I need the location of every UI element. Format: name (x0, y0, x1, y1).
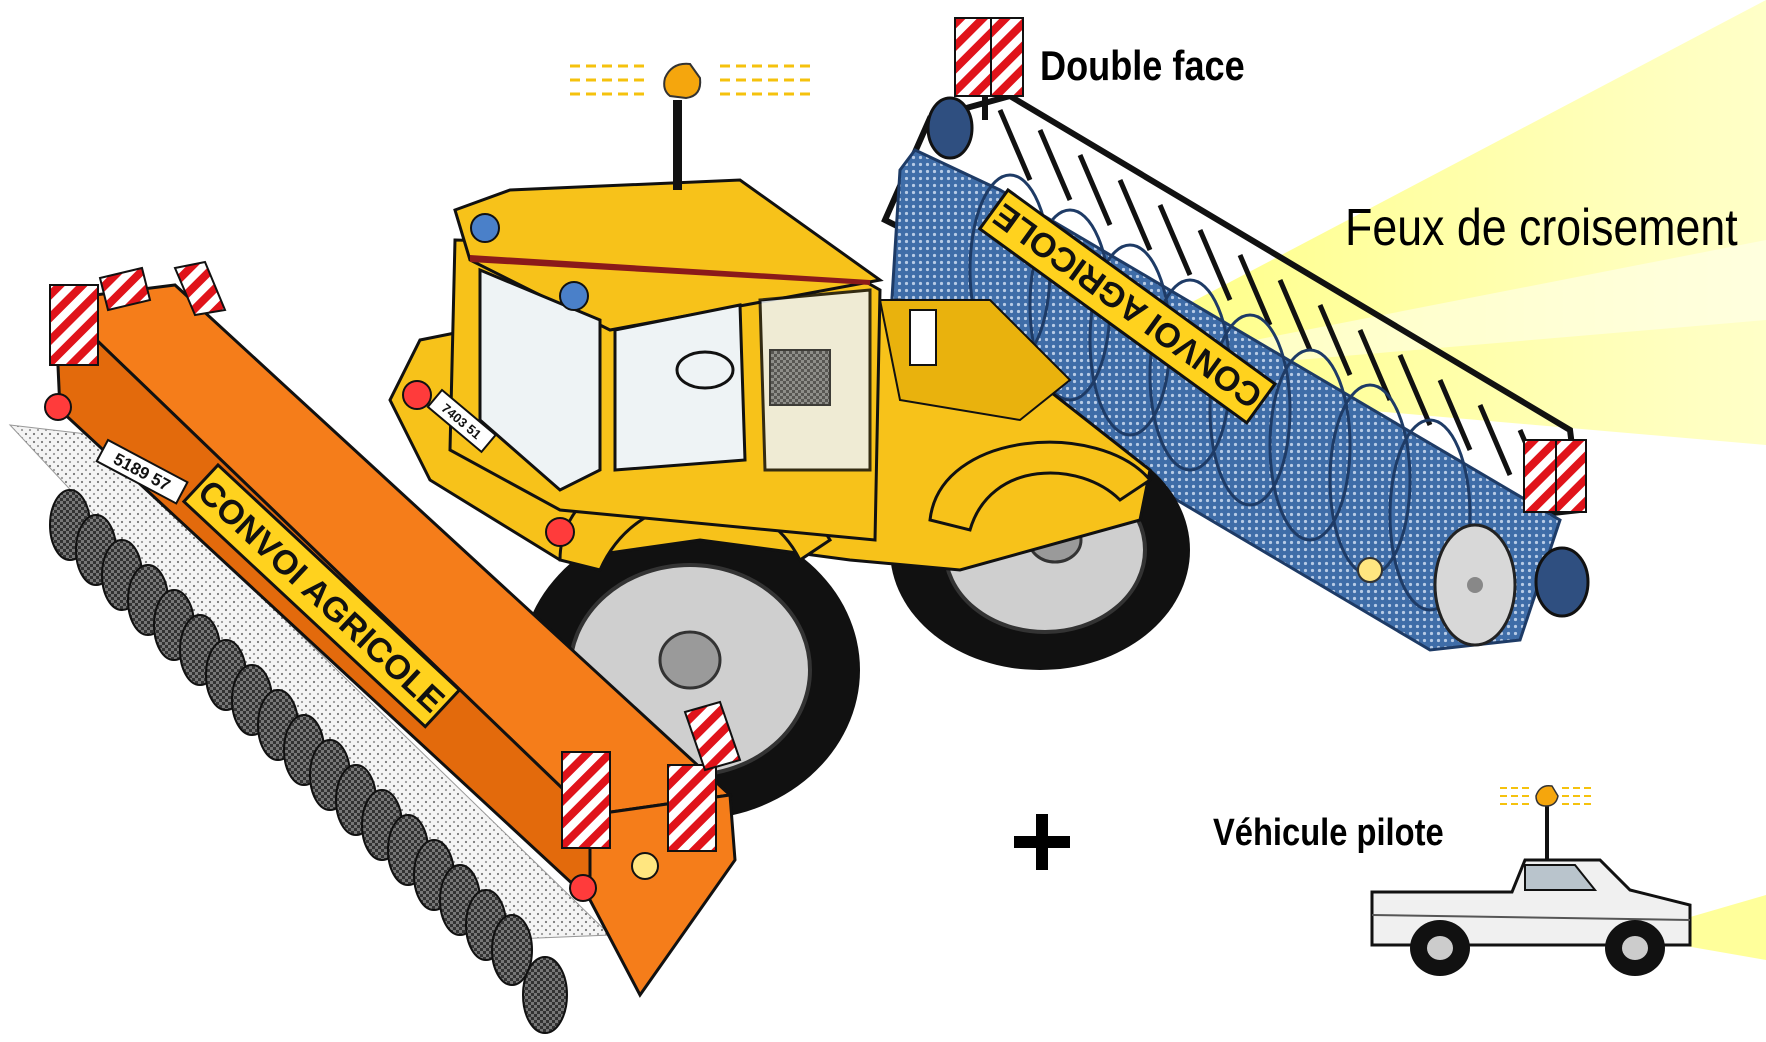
pilot-beacon-icon (1536, 786, 1558, 806)
rear-right-striped-panel (1524, 440, 1586, 512)
vehicule-pilote-label: Véhicule pilote (1213, 812, 1444, 855)
seeder-panel-top-left (50, 285, 98, 365)
side-reflector (1358, 558, 1382, 582)
seeder-panel-rear-left (562, 752, 610, 848)
rotating-beacon-icon (664, 64, 700, 98)
harrow-wheel-front (928, 98, 972, 158)
seeder-reflector (632, 853, 658, 879)
feux-de-croisement-label: Feux de croisement (1345, 198, 1738, 258)
plus-icon (1012, 812, 1072, 872)
harrow-wheel-rear (1536, 548, 1588, 616)
double-face-label: Double face (1040, 42, 1245, 90)
seeder-panel-rear-right (668, 765, 716, 851)
cab-window-side (615, 305, 745, 470)
